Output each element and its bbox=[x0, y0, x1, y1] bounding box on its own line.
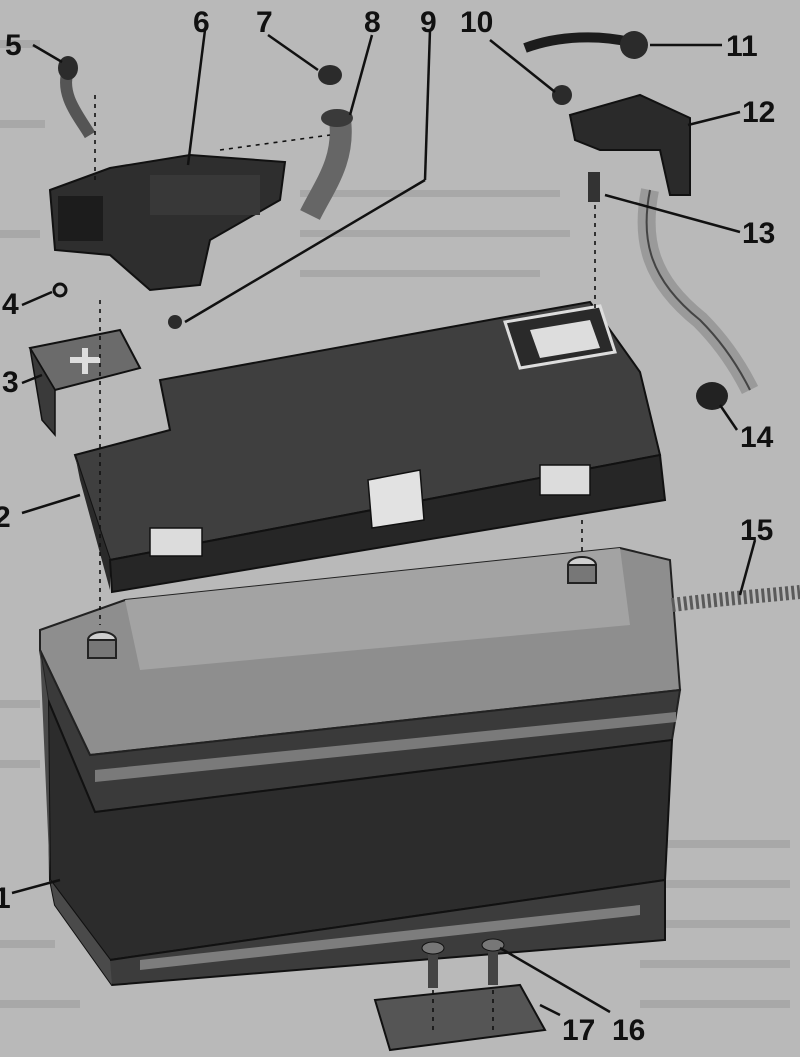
callout-5: 5 bbox=[5, 29, 22, 62]
callout-11: 11 bbox=[726, 30, 758, 63]
screw-9 bbox=[168, 315, 182, 329]
fuse-box bbox=[48, 153, 287, 292]
nut-7 bbox=[318, 65, 342, 85]
callout-3: 3 bbox=[2, 366, 19, 399]
leader-lines bbox=[11, 29, 757, 1017]
callout-14: 14 bbox=[740, 421, 774, 454]
callout-13: 13 bbox=[742, 217, 775, 250]
callout-labels: 1 2 3 4 5 6 7 8 9 10 11 12 13 14 15 16 1… bbox=[0, 6, 775, 1047]
plus-terminal-cap bbox=[28, 328, 142, 438]
washer-4 bbox=[52, 282, 68, 298]
cap-14 bbox=[696, 382, 728, 410]
callout-10: 10 bbox=[460, 6, 493, 39]
hold-down-clamp bbox=[373, 938, 547, 1052]
cable-8 bbox=[300, 109, 353, 220]
callout-2: 2 bbox=[0, 501, 11, 534]
callout-9: 9 bbox=[420, 6, 437, 39]
callout-7: 7 bbox=[256, 6, 273, 39]
cable-15 bbox=[671, 585, 800, 612]
callout-4: 4 bbox=[2, 288, 19, 321]
battery-cover bbox=[73, 300, 667, 594]
callout-17: 17 bbox=[562, 1014, 595, 1047]
background-text-texture bbox=[0, 40, 790, 1008]
cable-5 bbox=[58, 56, 96, 139]
callout-1: 1 bbox=[0, 882, 11, 915]
terminal-clamp-assembly bbox=[523, 31, 759, 395]
callout-15: 15 bbox=[740, 514, 773, 547]
callout-16: 16 bbox=[612, 1014, 645, 1047]
callout-6: 6 bbox=[193, 6, 210, 39]
callout-12: 12 bbox=[742, 96, 775, 129]
callout-8: 8 bbox=[364, 6, 381, 39]
battery bbox=[39, 546, 682, 987]
assembly-guide-lines bbox=[94, 95, 596, 1030]
